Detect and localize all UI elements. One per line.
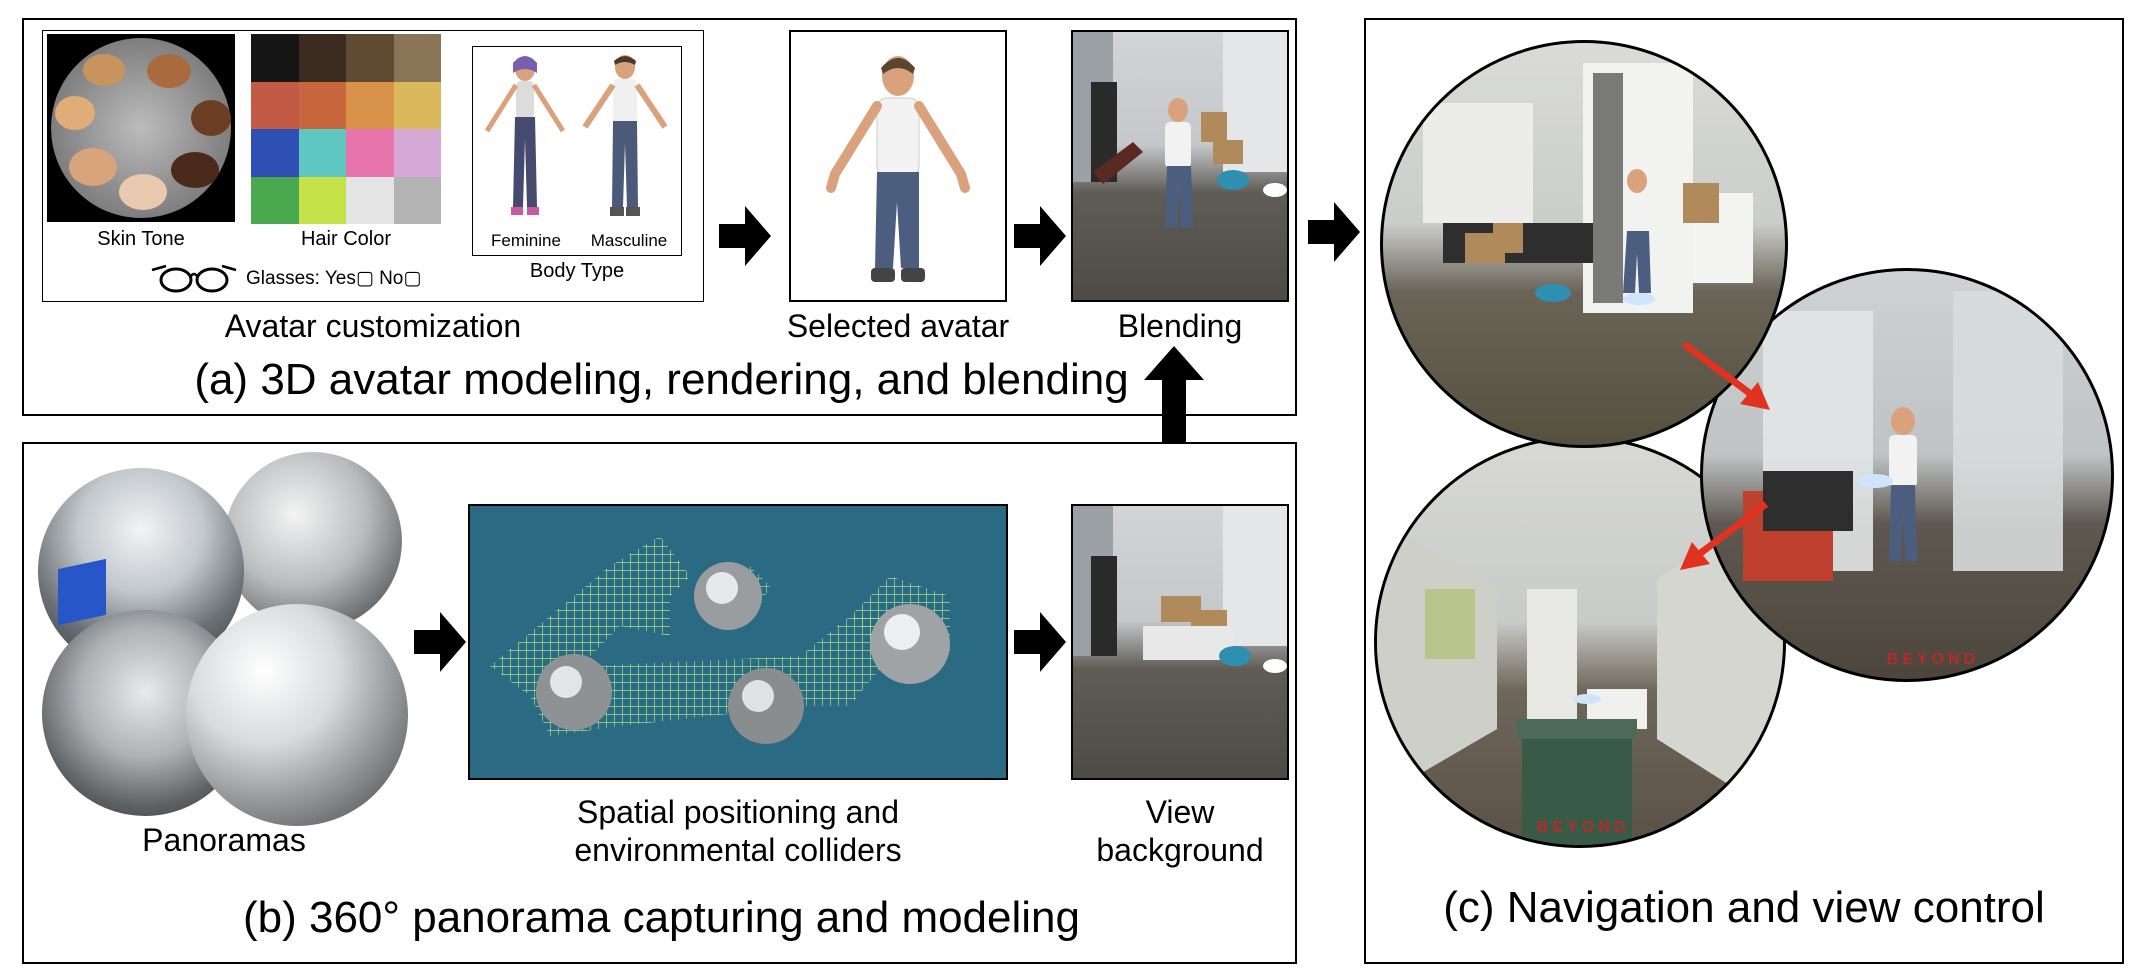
panoramas-caption: Panoramas — [142, 822, 306, 858]
masculine-avatar-figure[interactable] — [582, 55, 668, 216]
panel-b: Panoramas Spatial posi — [22, 442, 1297, 964]
arrow-up-icon — [1144, 346, 1204, 488]
hair-color-swatch[interactable] — [251, 129, 299, 177]
panel-a: Skin Tone Hair Color — [22, 18, 1297, 416]
masculine-label: Masculine — [590, 231, 668, 250]
view-caption-line2: background — [1096, 832, 1264, 868]
blending-caption: Blending — [1117, 308, 1243, 344]
panorama-sphere — [224, 452, 402, 630]
feminine-label: Feminine — [491, 231, 561, 250]
arrow-right-icon — [1014, 206, 1066, 266]
skin-swatch[interactable] — [83, 54, 125, 86]
skin-tone-palette[interactable] — [47, 34, 235, 222]
panel-c-title: (c) Navigation and view control — [1443, 883, 2045, 932]
hair-color-swatch[interactable] — [251, 81, 299, 129]
glasses-icon — [151, 264, 237, 293]
hair-color-swatch[interactable] — [346, 129, 394, 177]
spatial-caption-line1: Spatial positioning and — [576, 794, 899, 830]
skin-swatch[interactable] — [171, 152, 219, 188]
hair-color-swatch[interactable] — [346, 176, 394, 224]
watermark-right: BEYOND — [1886, 651, 1980, 668]
panel-c: BEYOND BEYOND — [1364, 18, 2124, 964]
skin-swatch[interactable] — [69, 148, 117, 186]
hair-color-swatch[interactable] — [298, 176, 346, 224]
feminine-avatar-figure[interactable] — [484, 56, 566, 215]
avatar-customization-caption: Avatar customization — [224, 308, 522, 344]
skin-swatch[interactable] — [55, 96, 95, 130]
body-type-figures[interactable] — [473, 47, 683, 227]
body-type-label: Body Type — [529, 260, 625, 282]
spatial-colliders-image — [468, 504, 1008, 780]
arrow-right-icon — [1308, 202, 1360, 262]
skin-swatch[interactable] — [191, 100, 231, 136]
hair-color-swatch[interactable] — [251, 176, 299, 224]
arrow-right-icon — [719, 206, 771, 266]
body-type-box: Feminine Masculine — [472, 46, 682, 256]
hair-color-swatch[interactable] — [393, 129, 441, 177]
hair-color-label: Hair Color — [300, 228, 392, 250]
hair-color-swatch[interactable] — [298, 129, 346, 177]
hair-color-swatch[interactable] — [393, 34, 441, 82]
red-arrow-icon — [1681, 341, 1770, 410]
skin-tone-label: Skin Tone — [97, 228, 185, 250]
hair-color-swatch[interactable] — [346, 34, 394, 82]
view-caption-line1: View — [1145, 794, 1215, 830]
navigation-view-2: BEYOND — [1700, 268, 2114, 682]
panel-a-title: (a) 3D avatar modeling, rendering, and b… — [194, 355, 1129, 404]
arrow-right-icon — [414, 612, 466, 672]
red-arrow-icon — [1680, 501, 1769, 570]
hair-color-grid[interactable] — [251, 34, 441, 224]
avatar-customization-box — [42, 30, 704, 302]
selected-avatar-caption: Selected avatar — [786, 308, 1010, 344]
skin-swatch[interactable] — [119, 174, 167, 210]
skin-swatch[interactable] — [147, 54, 191, 88]
spatial-caption-line2: environmental colliders — [574, 832, 902, 868]
panorama-sphere — [186, 604, 408, 826]
hair-color-swatch[interactable] — [251, 34, 299, 82]
blending-image — [1071, 30, 1289, 302]
view-background-image — [1071, 504, 1289, 780]
panel-b-title: (b) 360° panorama capturing and modeling — [242, 893, 1080, 942]
hair-color-swatch[interactable] — [393, 81, 441, 129]
hair-color-swatch[interactable] — [346, 81, 394, 129]
hair-color-swatch[interactable] — [393, 176, 441, 224]
navigation-view-1 — [1380, 40, 1788, 448]
hair-color-swatch[interactable] — [298, 34, 346, 82]
hair-color-swatch[interactable] — [298, 81, 346, 129]
arrow-right-icon — [1014, 612, 1066, 672]
glasses-option-label[interactable]: Glasses: Yes▢ No▢ — [246, 268, 422, 289]
selected-avatar-image — [789, 30, 1007, 302]
watermark-left: BEYOND — [1537, 819, 1630, 836]
